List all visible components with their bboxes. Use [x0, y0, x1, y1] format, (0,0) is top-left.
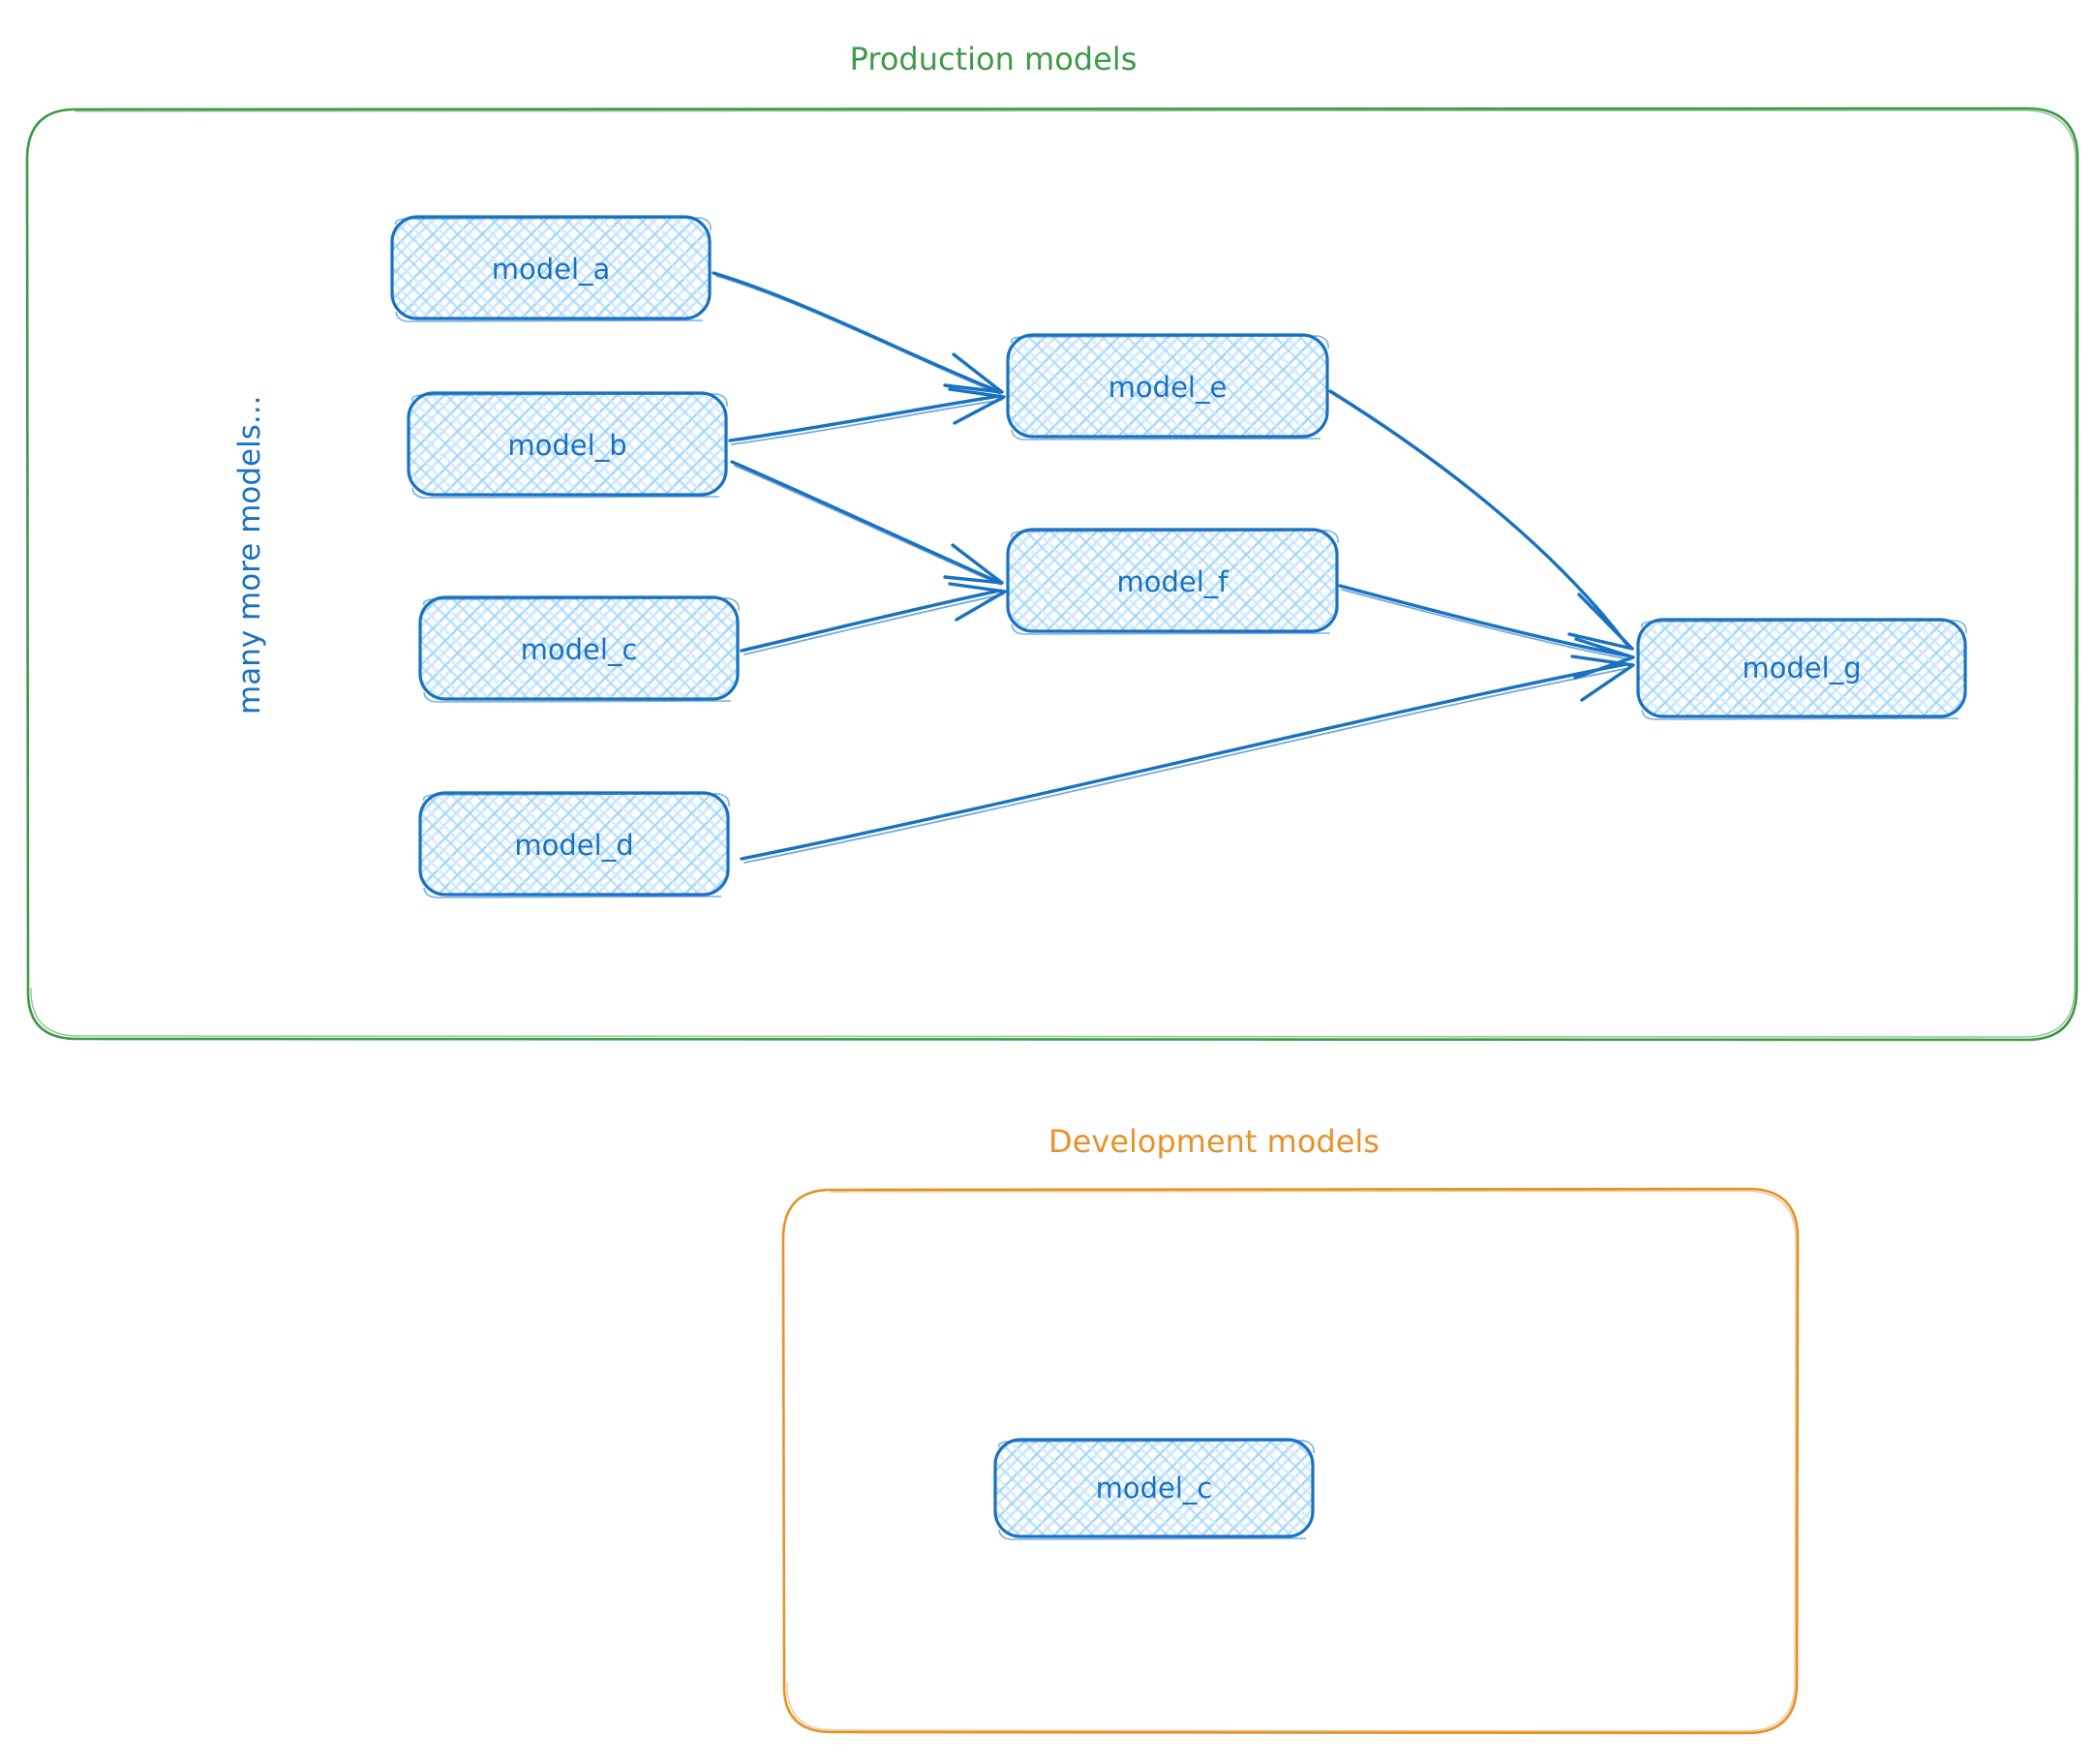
development-border	[781, 1187, 1800, 1735]
node-label: model_g	[1742, 652, 1861, 684]
node-model-a[interactable]: model_a	[390, 215, 712, 322]
node-label: model_c	[1096, 1472, 1213, 1505]
node-label: model_c	[521, 633, 638, 666]
group-container-production[interactable]	[25, 106, 2080, 1042]
group-container-development[interactable]	[781, 1187, 1800, 1735]
node-dev-model-c[interactable]: model_c	[993, 1438, 1315, 1540]
development-group-label: Development models	[1048, 1123, 1380, 1160]
edge-model-c-to-model-f	[740, 582, 1007, 655]
many-more-models-label: many more models...	[232, 396, 267, 715]
node-label: model_d	[514, 829, 633, 862]
edge-model-b-to-model-f	[730, 460, 1004, 586]
production-group-label: Production models	[850, 41, 1138, 77]
node-label: model_f	[1116, 565, 1229, 598]
production-border	[25, 106, 2080, 1042]
node-model-e[interactable]: model_e	[1006, 333, 1329, 441]
node-model-c[interactable]: model_c	[418, 595, 740, 703]
edge-model-e-to-model-g	[1328, 389, 1634, 651]
node-model-f[interactable]: model_f	[1006, 528, 1339, 635]
edge-model-a-to-model-e	[712, 271, 1004, 395]
node-label: model_a	[492, 253, 611, 286]
edge-model-d-to-model-g	[740, 654, 1635, 864]
production-border-sketch	[30, 109, 2077, 1038]
node-label: model_b	[507, 429, 626, 462]
node-model-b[interactable]: model_b	[407, 391, 728, 499]
node-label: model_e	[1108, 371, 1228, 404]
node-model-g[interactable]: model_g	[1636, 618, 1967, 720]
edge-model-b-to-model-e	[728, 387, 1006, 445]
development-border-sketch	[786, 1190, 1797, 1732]
node-model-d[interactable]: model_d	[418, 791, 730, 898]
